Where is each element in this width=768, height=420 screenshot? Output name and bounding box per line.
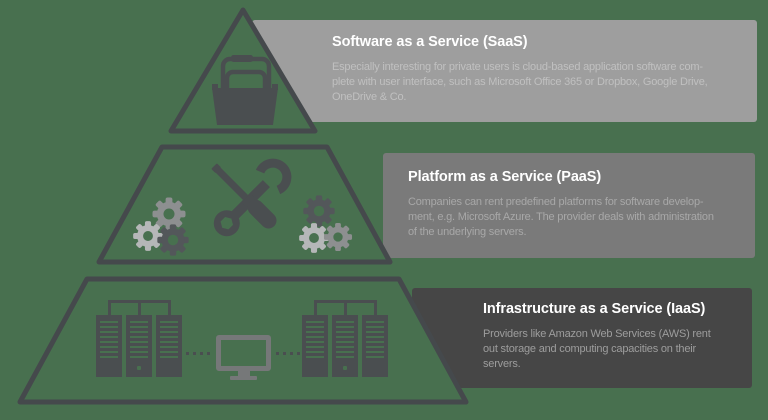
screwdriver-icon	[211, 163, 277, 229]
screwdriver-wrench-icon	[211, 158, 292, 237]
network-link-dots-right	[276, 352, 304, 355]
saas-title: Software as a Service (SaaS)	[332, 34, 528, 50]
paas-description: Companies can rent predefined platforms …	[408, 196, 714, 238]
saas-description: Especially interesting for private users…	[332, 61, 708, 103]
server-rack-icon	[96, 315, 122, 377]
server-rack-icon	[302, 315, 328, 377]
server-rack-icon	[362, 315, 388, 377]
saas-panel: Software as a Service (SaaS) Especially …	[252, 20, 757, 122]
server-rack-icon	[332, 315, 358, 377]
server-rack-cluster-left	[96, 300, 186, 378]
toolbox-icon	[212, 55, 278, 125]
monitor-icon	[216, 335, 271, 380]
iaas-title: Infrastructure as a Service (IaaS)	[483, 301, 706, 317]
server-rack-cluster-right	[302, 300, 392, 378]
paas-title: Platform as a Service (PaaS)	[408, 169, 602, 185]
iaas-description: Providers like Amazon Web Services (AWS)…	[483, 328, 711, 370]
network-link-dots-left	[186, 352, 214, 355]
gears-right-icon	[299, 195, 353, 253]
server-rack-icon	[126, 315, 152, 377]
gears-left-icon	[133, 197, 189, 256]
iaas-panel: Infrastructure as a Service (IaaS) Provi…	[412, 288, 752, 388]
server-rack-icon	[156, 315, 182, 377]
paas-panel: Platform as a Service (PaaS) Companies c…	[383, 153, 755, 258]
